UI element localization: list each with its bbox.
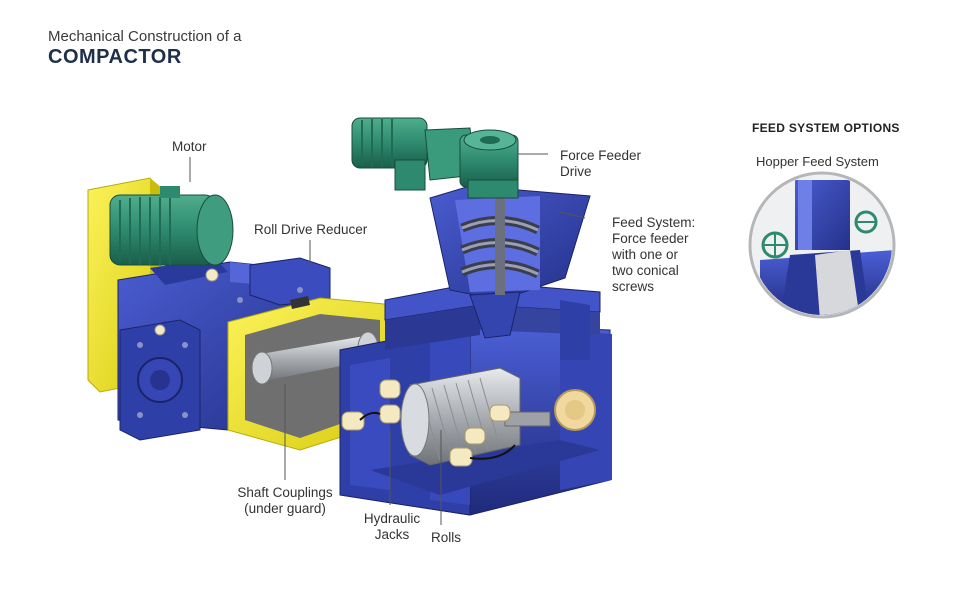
label-rolls: Rolls bbox=[431, 530, 462, 545]
roll bbox=[400, 367, 551, 466]
motor bbox=[109, 186, 234, 336]
force-feeder-drive bbox=[351, 117, 519, 199]
page-subtitle: Mechanical Construction of a bbox=[48, 28, 242, 45]
label-roll-drive-reducer: Roll Drive Reducer bbox=[254, 222, 368, 237]
feed-options-title: FEED SYSTEM OPTIONS bbox=[752, 121, 900, 135]
label-hydraulic-jacks: Hydraulic Jacks bbox=[363, 511, 421, 542]
page-title: COMPACTOR bbox=[48, 46, 182, 68]
leader-lines bbox=[189, 153, 586, 525]
label-feed-system: Feed System: Force feeder with one or tw… bbox=[612, 215, 696, 294]
hopper-inset bbox=[748, 171, 896, 319]
hopper-feed-label: Hopper Feed System bbox=[756, 154, 879, 169]
hydraulic-jacks bbox=[341, 379, 516, 467]
label-shaft-couplings: Shaft Couplings (under guard) bbox=[237, 485, 333, 516]
label-motor: Motor bbox=[172, 139, 207, 154]
force-feeder bbox=[429, 185, 591, 339]
label-force-feeder-drive: Force Feeder Drive bbox=[560, 148, 642, 179]
